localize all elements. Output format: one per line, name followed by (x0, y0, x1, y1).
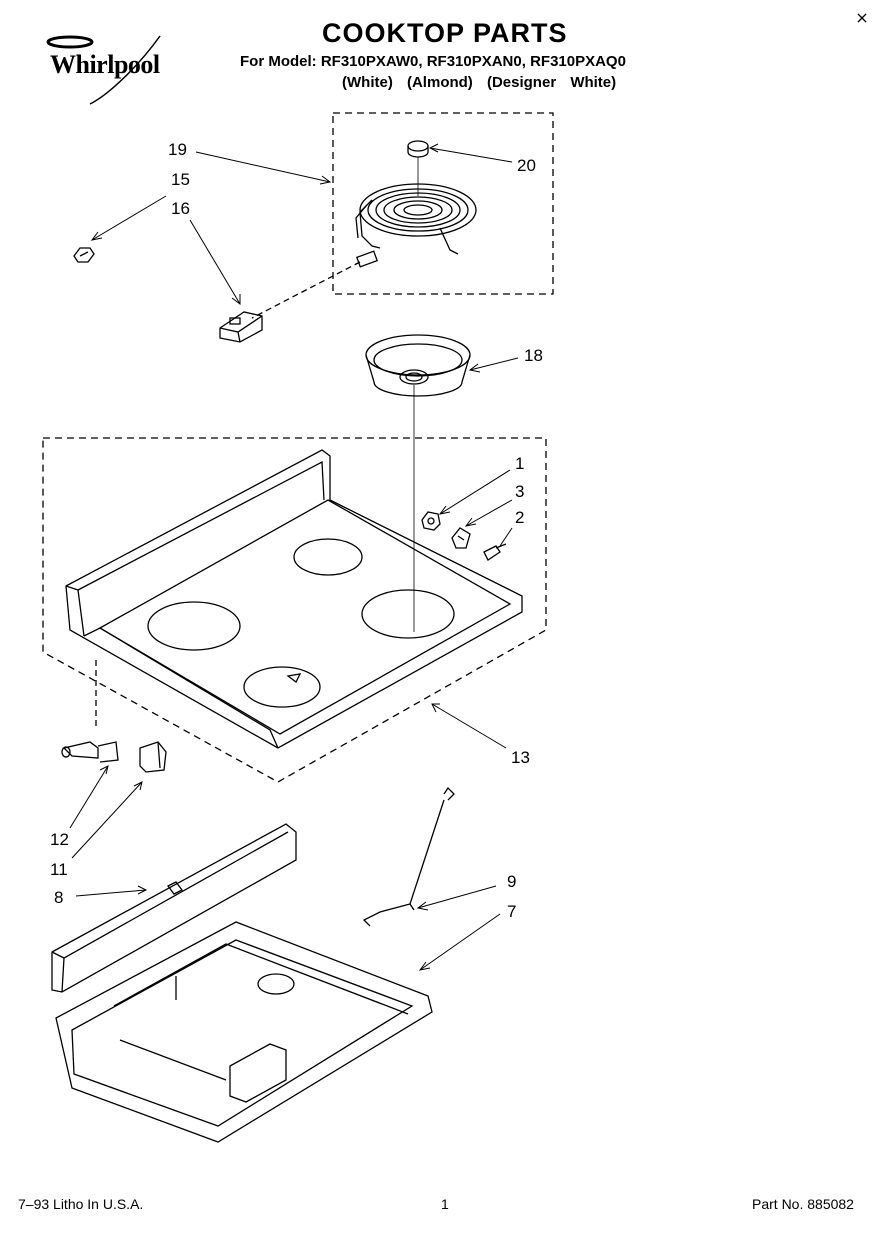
callout-9: 9 (507, 872, 517, 891)
part-18-drip-bowl (365, 334, 471, 397)
part-2-screw (483, 543, 507, 561)
part-19-surface-element (355, 183, 477, 268)
page-number: 1 (441, 1196, 449, 1212)
part-8-panel (51, 823, 297, 993)
callout-3: 3 (515, 482, 525, 501)
callout-11: 11 (50, 860, 68, 879)
callout-8: 8 (54, 888, 64, 907)
part-13-cooktop (65, 449, 523, 749)
callout-12: 12 (50, 830, 69, 849)
part-16-terminal-block (219, 311, 263, 343)
part-3-bracket (451, 527, 471, 549)
page-title: COOKTOP PARTS (322, 18, 568, 48)
footer-litho: 7–93 Litho In U.S.A. (18, 1196, 144, 1212)
callout-16: 16 (171, 199, 190, 218)
part-1-nut (421, 511, 441, 531)
callout-13: 13 (511, 748, 530, 767)
part-number: Part No. 885082 (752, 1196, 854, 1212)
whirlpool-logo: Whirlpool (40, 34, 200, 106)
cooktop-group-box (42, 437, 547, 783)
part-11-sleeve (139, 741, 167, 773)
part-9-rod (362, 786, 455, 927)
leader-lines (69, 143, 519, 971)
callout-15: 15 (171, 170, 190, 189)
color-finishes: (White) (Almond) (Designer White) (342, 74, 617, 91)
swirl-icon (46, 35, 161, 105)
callout-20: 20 (517, 156, 536, 175)
callout-1: 1 (515, 454, 525, 473)
corner-mark (857, 13, 867, 23)
part-15-clip (73, 247, 95, 263)
callout-18: 18 (524, 346, 543, 365)
part-12-connector (61, 741, 119, 763)
brand-name: Whirlpool (50, 50, 160, 79)
callout-7: 7 (507, 902, 517, 921)
surface-element-group-box (332, 112, 554, 295)
callout-2: 2 (515, 508, 525, 527)
part-20-cap (407, 140, 429, 158)
part-7-pan (55, 921, 433, 1143)
model-numbers: For Model: RF310PXAW0, RF310PXAN0, RF310… (240, 53, 626, 70)
callout-19: 19 (168, 140, 187, 159)
